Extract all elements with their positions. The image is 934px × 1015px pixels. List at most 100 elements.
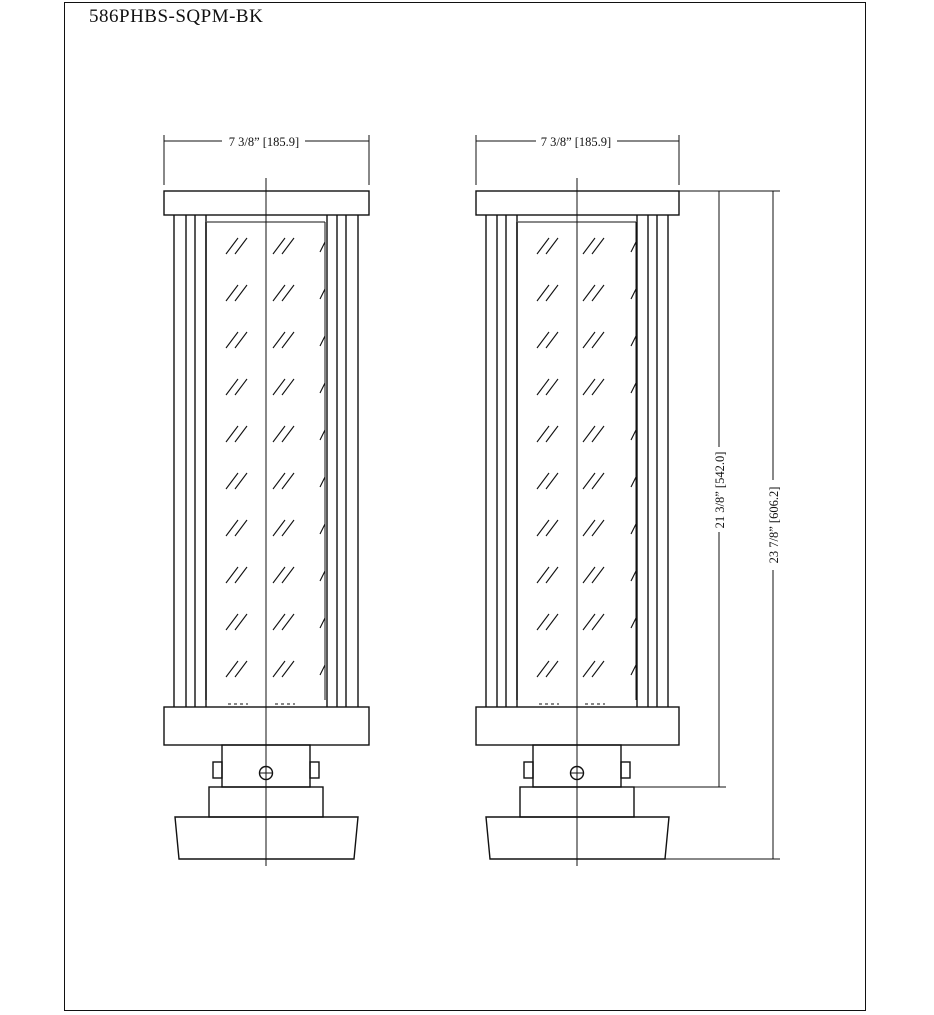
glass-hatch-mark [582,237,596,255]
glass-hatch-mark [281,613,295,631]
left-glass-hatching [225,237,326,705]
glass-hatch-mark [225,425,239,443]
glass-hatch-mark [591,660,605,678]
height-lantern-label: 21 3/8” [542.0] [713,452,727,529]
glass-hatch-mark [234,378,248,396]
glass-hatch-mark [281,284,295,302]
glass-hatch-mark [591,284,605,302]
glass-hatch-mark [582,519,596,537]
glass-hatch-mark [582,613,596,631]
glass-hatch-mark [281,660,295,678]
glass-hatch-mark [536,566,550,584]
glass-hatch-mark [272,519,286,537]
glass-hatch-mark [591,613,605,631]
glass-hatch-mark [281,331,295,349]
glass-hatch-mark [582,331,596,349]
glass-hatch-mark [234,472,248,490]
glass-hatch-mark [545,613,559,631]
glass-hatch-mark [319,664,326,676]
left-lantern-body [173,215,359,707]
drawing-border [64,2,866,1011]
glass-hatch-mark [536,519,550,537]
glass-hatch-mark [272,331,286,349]
glass-hatch-mark [319,382,326,394]
glass-hatch-mark [591,237,605,255]
glass-hatch-mark [225,331,239,349]
glass-hatch-mark [319,476,326,488]
glass-hatch-mark [582,378,596,396]
glass-hatch-mark [272,566,286,584]
glass-hatch-mark [234,284,248,302]
glass-hatch-mark [225,284,239,302]
right-lantern-body [485,215,669,707]
glass-hatch-mark [281,519,295,537]
right-width-label: 7 3/8” [185.9] [541,135,611,149]
glass-hatch-mark [591,566,605,584]
glass-hatch-mark [630,241,637,253]
glass-hatch-mark [225,237,239,255]
left-elevation-view: 7 3/8” [185.9] [163,135,370,866]
glass-hatch-mark [630,476,637,488]
glass-hatch-mark [234,613,248,631]
glass-hatch-mark [630,335,637,347]
glass-hatch-mark [630,523,637,535]
glass-hatch-mark [545,425,559,443]
glass-hatch-mark [319,570,326,582]
glass-hatch-mark [545,472,559,490]
glass-hatch-mark [234,425,248,443]
glass-hatch-mark [281,378,295,396]
glass-hatch-mark [582,660,596,678]
glass-hatch-mark [582,284,596,302]
glass-hatch-mark [234,566,248,584]
glass-hatch-mark [225,519,239,537]
left-width-label: 7 3/8” [185.9] [229,135,299,149]
glass-hatch-mark [281,425,295,443]
glass-hatch-mark [225,472,239,490]
glass-hatch-mark [545,519,559,537]
glass-hatch-mark [536,284,550,302]
glass-hatch-mark [545,378,559,396]
glass-hatch-mark [272,613,286,631]
glass-hatch-mark [630,617,637,629]
height-overall-label: 23 7/8” [606.2] [767,487,781,564]
glass-hatch-mark [536,378,550,396]
glass-hatch-mark [536,425,550,443]
glass-hatch-mark [272,378,286,396]
glass-hatch-mark [272,472,286,490]
glass-hatch-mark [591,519,605,537]
glass-hatch-mark [225,378,239,396]
glass-hatch-mark [536,237,550,255]
glass-hatch-mark [630,382,637,394]
glass-hatch-mark [536,331,550,349]
glass-hatch-mark [545,331,559,349]
glass-hatch-mark [545,566,559,584]
glass-hatch-mark [272,425,286,443]
glass-hatch-mark [630,429,637,441]
glass-hatch-mark [630,570,637,582]
glass-hatch-mark [281,237,295,255]
left-width-dimension [163,135,370,185]
glass-hatch-mark [630,288,637,300]
glass-hatch-mark [591,331,605,349]
glass-hatch-mark [536,660,550,678]
glass-hatch-mark [536,613,550,631]
glass-hatch-mark [319,241,326,253]
glass-hatch-mark [281,472,295,490]
glass-hatch-mark [591,378,605,396]
glass-hatch-mark [545,284,559,302]
glass-hatch-mark [545,660,559,678]
glass-hatch-mark [225,566,239,584]
glass-hatch-mark [319,335,326,347]
glass-hatch-mark [234,331,248,349]
glass-hatch-mark [234,237,248,255]
glass-hatch-mark [225,660,239,678]
glass-hatch-mark [272,237,286,255]
glass-hatch-mark [272,284,286,302]
height-dimensions [634,190,780,860]
glass-hatch-mark [545,237,559,255]
glass-hatch-mark [630,664,637,676]
glass-hatch-mark [319,429,326,441]
glass-hatch-mark [319,288,326,300]
glass-hatch-mark [272,660,286,678]
